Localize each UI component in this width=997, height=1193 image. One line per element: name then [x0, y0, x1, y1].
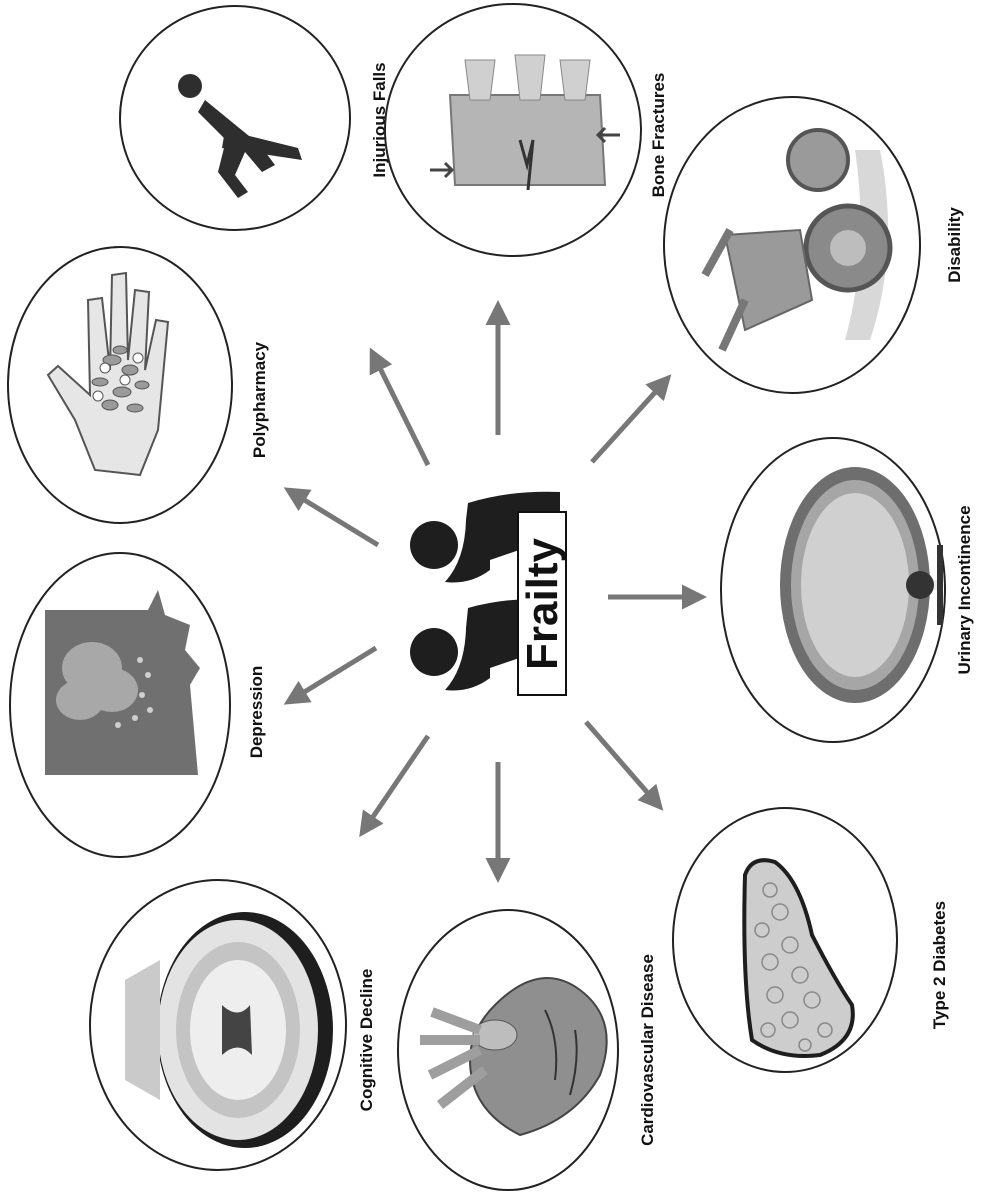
outcome-label: Type 2 Diabetes: [930, 901, 949, 1029]
arrows: [288, 305, 702, 878]
outcome-label: Cognitive Decline: [357, 969, 376, 1112]
outcome-label: Depression: [247, 666, 266, 759]
arrow-to-depression: [288, 648, 376, 702]
arrow-to-cognitive-decline: [362, 736, 428, 833]
frailty-label: Frailty: [518, 537, 567, 670]
arrow-to-polypharmacy: [288, 490, 378, 545]
outcome-label: Bone Fractures: [649, 73, 668, 198]
outcome-type-2-diabetes: Type 2 Diabetes: [673, 808, 949, 1072]
outcome-bone-fractures: Bone Fractures: [385, 4, 668, 256]
outcome-label: Disability: [945, 207, 964, 283]
outcome-injurious-falls: Injurious Falls: [120, 6, 389, 230]
outcome-disability: Disability: [664, 97, 964, 393]
frailty-center: Frailty: [410, 492, 567, 695]
outcome-urinary-incontinence: Urinary Incontinence: [721, 438, 974, 742]
arrow-to-disability: [592, 378, 668, 462]
arrow-to-type-2-diabetes: [586, 722, 660, 807]
arrow-to-injurious-falls: [372, 352, 428, 465]
outcome-depression: Depression: [10, 553, 266, 857]
outcome-circle: [120, 6, 350, 230]
outcome-cardiovascular-disease: Cardiovascular Disease: [398, 910, 657, 1190]
outcome-polypharmacy: Polypharmacy: [8, 247, 269, 523]
outcome-label: Polypharmacy: [250, 341, 269, 458]
outcome-label: Urinary Incontinence: [955, 505, 974, 674]
outcome-label: Cardiovascular Disease: [638, 954, 657, 1146]
outcome-cognitive-decline: Cognitive Decline: [90, 880, 376, 1170]
